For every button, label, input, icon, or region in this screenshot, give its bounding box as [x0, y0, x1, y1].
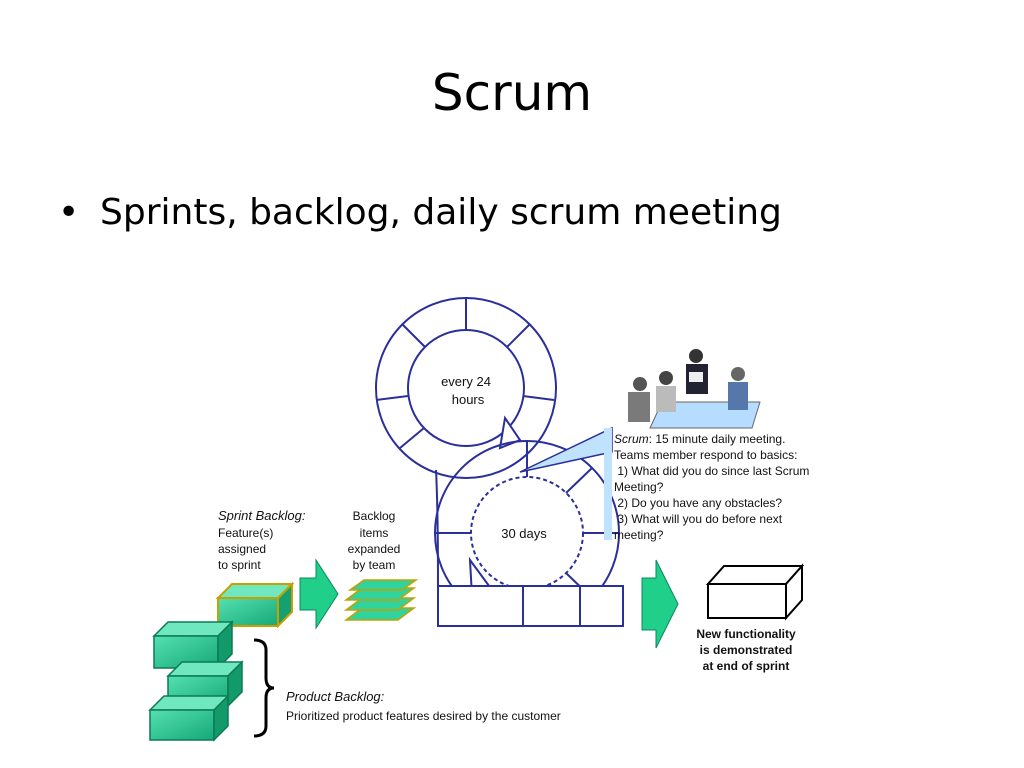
product-backlog-description: Prioritized product features desired by … — [286, 709, 561, 723]
scrum-bubble-pointer — [519, 426, 613, 473]
sprint-backlog-line: to sprint — [218, 558, 261, 572]
scrum-note-line: 2) Do you have any obstacles? — [614, 496, 782, 510]
scrum-note-line: Teams member respond to basics: — [614, 448, 797, 462]
daily-cycle-ring — [375, 297, 557, 479]
scrum-note-line: meeting? — [614, 528, 664, 542]
bullet-dot-icon: • — [58, 192, 80, 233]
process-tube — [435, 469, 624, 627]
backlog-items-line: by team — [353, 558, 396, 572]
bullet-text: Sprints, backlog, daily scrum meeting — [100, 192, 782, 233]
daily-cycle-label-line2: hours — [452, 392, 485, 407]
product-backlog-title: Product Backlog: — [286, 689, 385, 704]
slide-title: Scrum — [431, 64, 593, 122]
meeting-people-icon — [628, 349, 761, 429]
functionality-box-icon — [705, 563, 805, 621]
scrum-note-title: Scrum: 15 minute daily meeting. — [614, 432, 785, 446]
sprint-backlog-line: Feature(s) — [218, 526, 273, 540]
bullet-item: • Sprints, backlog, daily scrum meeting — [58, 192, 782, 233]
scrum-bubble-strip — [604, 428, 612, 540]
product-backlog-bracket — [253, 638, 275, 738]
sprint-backlog-block — [215, 581, 295, 629]
result-line: New functionality — [696, 627, 796, 641]
product-backlog-stack — [148, 620, 244, 742]
backlog-items-line: expanded — [348, 542, 401, 556]
scrum-note-line: 3) What will you do before next — [614, 512, 783, 526]
sprint-cycle-label: 30 days — [501, 526, 547, 541]
scrum-note-line: Meeting? — [614, 480, 664, 494]
arrow-to-result-icon — [641, 559, 679, 649]
sprint-backlog-title: Sprint Backlog: — [218, 508, 306, 523]
result-line: is demonstrated — [700, 643, 793, 657]
arrow-to-backlog-items-icon — [299, 558, 339, 630]
result-line: at end of sprint — [703, 659, 790, 673]
scrum-note-line: 1) What did you do since last Scrum — [614, 464, 809, 478]
daily-cycle-label-line1: every 24 — [441, 374, 491, 389]
backlog-items-line: Backlog — [353, 509, 396, 523]
sprint-backlog-line: assigned — [218, 542, 266, 556]
backlog-sheets-icon — [343, 579, 419, 621]
backlog-items-line: items — [360, 526, 389, 540]
